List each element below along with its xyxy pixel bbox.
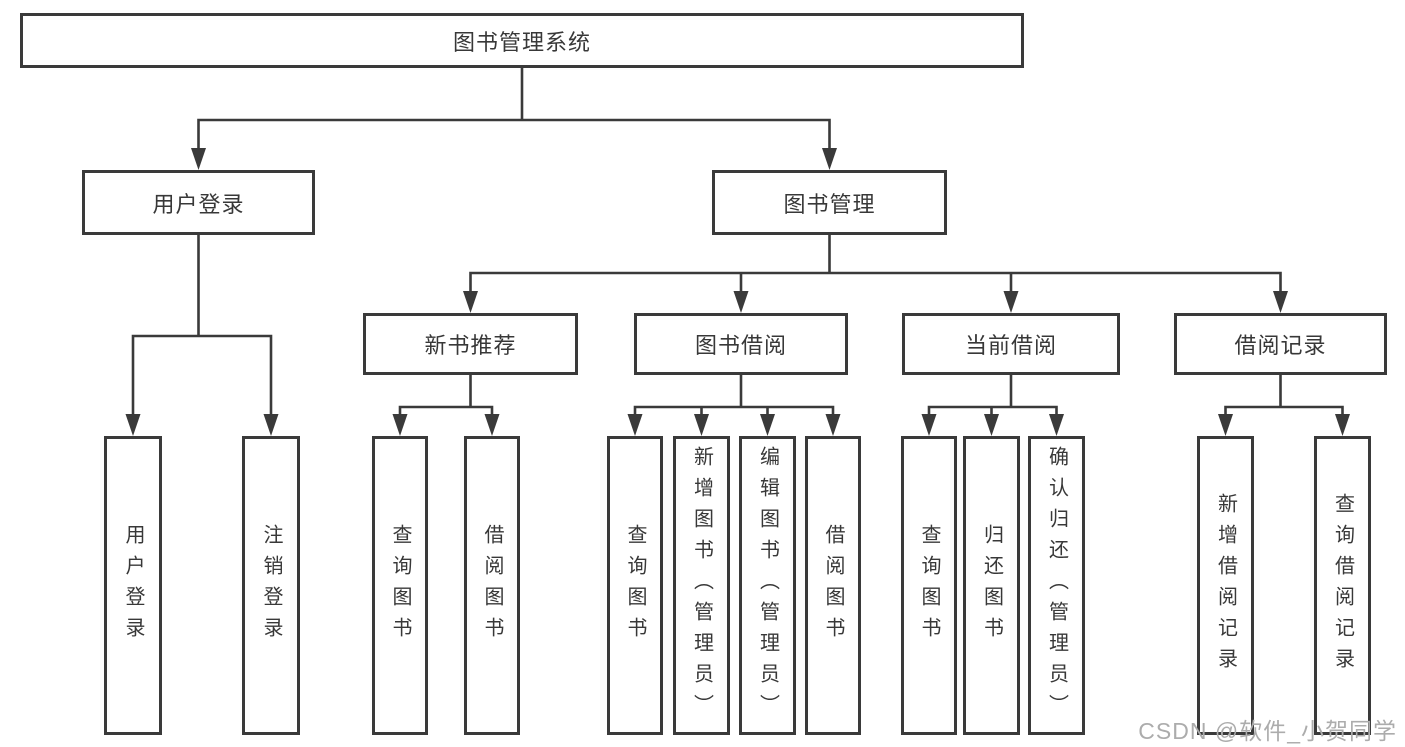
leaf-user-login: 用户登录	[104, 436, 162, 735]
arrowhead-icon	[263, 414, 279, 436]
arrowhead-icon	[984, 414, 999, 436]
leaf-label: 新增图书（管理员）	[690, 446, 713, 725]
leaf-label: 编辑图书（管理员）	[756, 446, 779, 725]
node-new-book-recommendation: 新书推荐	[363, 313, 578, 375]
leaf-label: 用户登录	[122, 523, 144, 648]
arrowhead-icon	[760, 414, 775, 436]
arrowhead-icon	[733, 291, 749, 313]
leaf-edit-books-admin: 编辑图书（管理员）	[739, 436, 796, 735]
arrowhead-icon	[627, 414, 643, 436]
leaf-label: 查询借阅记录	[1331, 492, 1354, 679]
arrowhead-icon	[484, 414, 500, 436]
node-user-login: 用户登录	[82, 170, 315, 235]
node-current-borrowing: 当前借阅	[902, 313, 1120, 375]
arrowhead-icon	[191, 148, 206, 170]
leaf-query-books-recommendation: 查询图书	[372, 436, 428, 735]
arrowhead-icon	[1003, 291, 1019, 313]
leaf-borrow-books-recommendation: 借阅图书	[464, 436, 520, 735]
leaf-return-books: 归还图书	[963, 436, 1020, 735]
arrowhead-icon	[1218, 414, 1233, 436]
csdn-watermark: CSDN @软件_小贺同学	[1138, 718, 1397, 744]
leaf-label: 借阅图书	[481, 523, 503, 648]
arrowhead-icon	[822, 148, 837, 170]
arrowhead-icon	[1049, 414, 1064, 436]
node-borrowing-records: 借阅记录	[1174, 313, 1387, 375]
leaf-add-books-admin: 新增图书（管理员）	[673, 436, 730, 735]
leaf-logout: 注销登录	[242, 436, 300, 735]
node-book-management: 图书管理	[712, 170, 947, 235]
leaf-label: 注销登录	[260, 523, 282, 648]
arrowhead-icon	[463, 291, 478, 313]
tree-branch-lines	[131, 68, 1344, 416]
leaf-label: 查询图书	[918, 523, 940, 648]
node-root-library-management-system: 图书管理系统	[20, 13, 1024, 68]
leaf-label: 查询图书	[624, 523, 646, 648]
leaf-add-borrow-record: 新增借阅记录	[1197, 436, 1254, 735]
node-book-borrowing: 图书借阅	[634, 313, 848, 375]
arrowhead-icons	[125, 148, 1350, 436]
leaf-borrow-books: 借阅图书	[805, 436, 861, 735]
leaf-query-borrow-record: 查询借阅记录	[1314, 436, 1371, 735]
leaf-query-books-current: 查询图书	[901, 436, 957, 735]
leaf-label: 查询图书	[389, 523, 411, 648]
arrowhead-icon	[392, 414, 408, 436]
leaf-label: 借阅图书	[822, 523, 844, 648]
leaf-label: 归还图书	[980, 523, 1003, 648]
leaf-query-books-borrowing: 查询图书	[607, 436, 663, 735]
arrowhead-icon	[1273, 291, 1288, 313]
arrowhead-icon	[694, 414, 709, 436]
leaf-label: 新增借阅记录	[1214, 492, 1237, 679]
leaf-confirm-return-admin: 确认归还（管理员）	[1028, 436, 1085, 735]
arrowhead-icon	[921, 414, 937, 436]
arrowhead-icon	[825, 414, 841, 436]
arrowhead-icon	[1335, 414, 1350, 436]
leaf-label: 确认归还（管理员）	[1045, 446, 1068, 725]
arrowhead-icon	[125, 414, 141, 436]
